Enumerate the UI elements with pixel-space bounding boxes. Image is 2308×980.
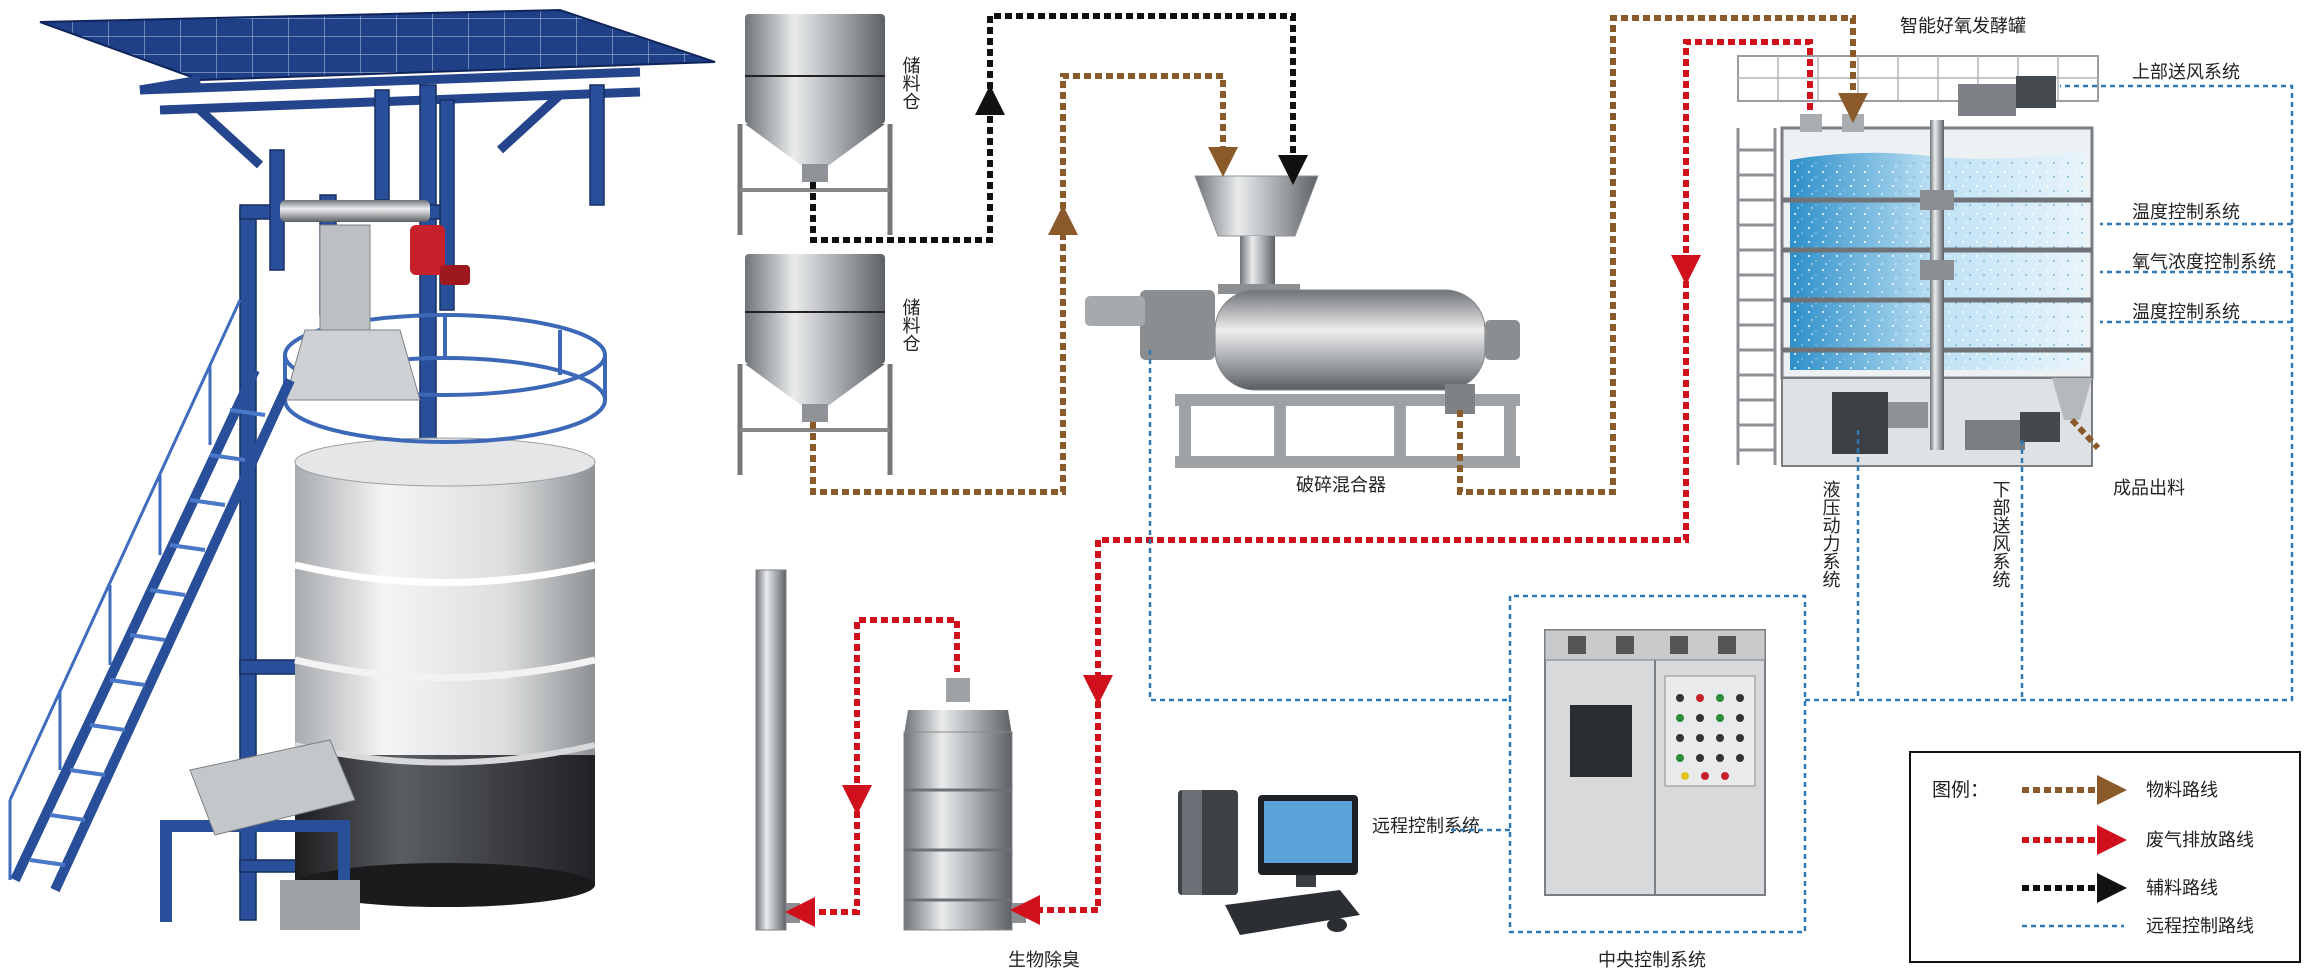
legend-item-exhaust: 废气排放路线 <box>2022 825 2254 855</box>
material-routes <box>810 15 2101 495</box>
exhaust-routes <box>785 39 1813 927</box>
deodor-label: 生物除臭 <box>1008 950 1080 971</box>
staircase <box>8 299 295 893</box>
legend-item-auxiliary: 辅料路线 <box>2022 873 2218 903</box>
central-system-label: 中央控制系统 <box>1598 950 1706 971</box>
silo-bottom-label: 储料仓 <box>900 298 921 352</box>
auxiliary-routes <box>810 13 1308 243</box>
remote-computer <box>1178 790 1360 935</box>
crusher-mixer-label: 破碎混合器 <box>1296 475 1386 496</box>
temp-control-label-2: 温度控制系统 <box>2132 302 2240 323</box>
hydraulic-label: 液压动力系统 <box>1820 480 1841 588</box>
legend-item-material: 物料路线 <box>2022 775 2218 805</box>
bio-deodorizer <box>903 678 1026 931</box>
fermenter-tank-schematic <box>1736 55 2099 467</box>
storage-silo-bottom <box>737 254 893 475</box>
legend-label-remote: 远程控制路线 <box>2146 916 2254 937</box>
remote-system-label: 远程控制系统 <box>1372 816 1480 837</box>
silo-top-label: 储料仓 <box>900 56 921 110</box>
crusher-mixer <box>1085 175 1520 468</box>
fermenter-tower-illustration <box>8 8 716 930</box>
solar-panel-roof <box>39 8 716 82</box>
upper-air-label: 上部送风系统 <box>2132 62 2240 83</box>
product-out-label: 成品出料 <box>2113 478 2185 499</box>
discharge-hopper <box>160 739 360 930</box>
chimney-stack <box>755 569 800 931</box>
temp-control-label-1: 温度控制系统 <box>2132 202 2240 223</box>
storage-silo-top <box>737 14 893 235</box>
legend-label-auxiliary: 辅料路线 <box>2146 878 2218 899</box>
legend-item-remote: 远程控制路线 <box>2022 916 2254 937</box>
legend-title: 图例： <box>1932 779 1989 801</box>
legend-label-material: 物料路线 <box>2146 780 2218 801</box>
remote-control-routes <box>1148 84 2294 934</box>
legend-label-exhaust: 废气排放路线 <box>2146 830 2254 851</box>
oxygen-control-label: 氧气浓度控制系统 <box>2132 252 2276 273</box>
roof-truss <box>139 67 641 169</box>
hoist-unit <box>280 200 470 401</box>
central-control-cabinet <box>1544 629 1766 896</box>
lower-air-label: 下部送风系统 <box>1990 480 2011 588</box>
fermenter-title: 智能好氧发酵罐 <box>1900 16 2026 37</box>
legend: 图例： 物料路线 废气排放路线 辅料路线 远程控制路线 <box>1909 751 2301 963</box>
